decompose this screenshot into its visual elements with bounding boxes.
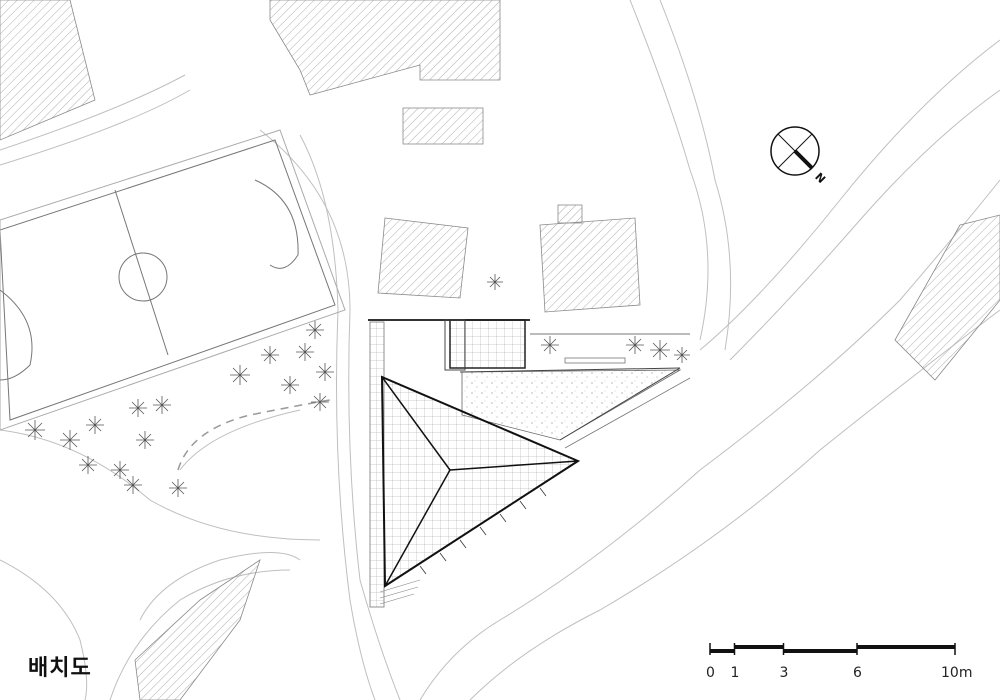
scale-bar-segments [710,645,955,653]
north-label: N [812,170,828,186]
scale-bar-label: 0 [706,665,715,681]
park-path [177,399,331,471]
scale-bar-segment [857,645,955,649]
scale-bar-segment [783,649,857,653]
scale-bar-segment [710,649,735,653]
scale-bar-label: 3 [780,665,789,681]
north-arrow: N [770,126,828,186]
scale-bar-label: 10m [941,665,972,681]
sports-field [0,129,346,431]
site-building [368,319,691,608]
scale-bar-segment [734,645,784,649]
scale-bar-label: 6 [853,665,862,681]
page-title: 배치도 [28,656,92,681]
trees [25,274,690,497]
scale-bar-label: 1 [731,665,740,681]
